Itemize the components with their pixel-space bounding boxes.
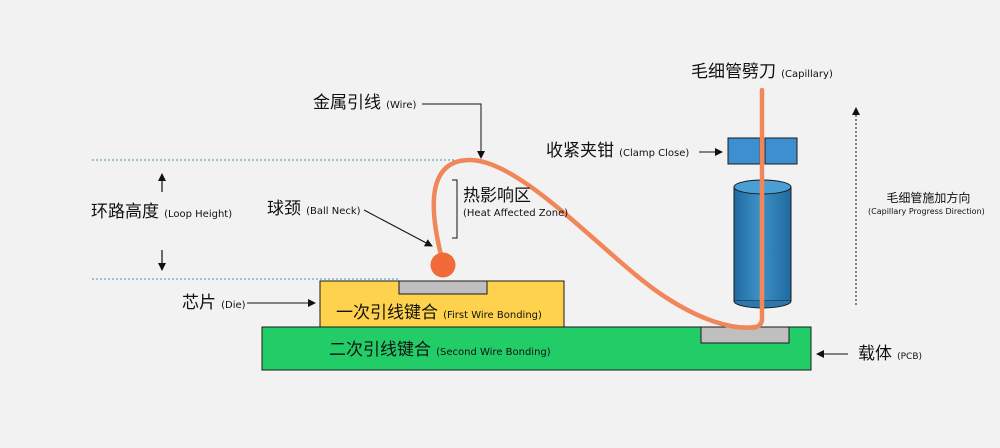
ball-neck-label: 球颈 (Ball Neck)	[267, 201, 361, 218]
haz-label-cn: 热影响区	[463, 186, 531, 206]
clamp-right-jaw	[764, 137, 798, 165]
bond-wire-loop	[431, 157, 758, 330]
haz-label-en: (Heat Affected Zone)	[463, 208, 569, 219]
wire-pointer-arrow	[422, 103, 485, 159]
pcb-label-en: (PCB)	[897, 352, 923, 362]
clamp-label-cn: 收紧夹钳	[546, 141, 614, 161]
first-bond-label-en: (First Wire Bonding)	[443, 310, 542, 321]
wire-label-cn: 金属引线	[313, 93, 381, 113]
die-label-cn: 芯片	[182, 293, 216, 313]
clamp-label: 收紧夹钳 (Clamp Close)	[546, 143, 689, 160]
loop-height-label-cn: 环路高度	[91, 202, 159, 222]
second-bond-label-en: (Second Wire Bonding)	[436, 347, 551, 358]
pcb-label-cn: 载体	[858, 344, 892, 364]
wire-label: 金属引线 (Wire)	[313, 95, 416, 112]
second-bond-label: 二次引线键合 (Second Wire Bonding)	[329, 342, 551, 359]
loop-height-label-en: (Loop Height)	[164, 209, 233, 220]
loop-height-label: 环路高度 (Loop Height)	[91, 204, 232, 221]
capillary-label-en: (Capillary)	[781, 69, 833, 80]
die-label-en: (Die)	[221, 300, 246, 311]
pcb-label: 载体 (PCB)	[858, 346, 922, 363]
clamp-left-jaw	[727, 137, 761, 165]
capillary-label-cn: 毛细管劈刀	[691, 62, 776, 82]
ball-neck-label-en: (Ball Neck)	[306, 206, 361, 217]
progress-direction-label: 毛细管施加方向 (Capillary Progress Direction)	[868, 191, 985, 216]
wire-label-en: (Wire)	[386, 100, 417, 111]
die-label: 芯片 (Die)	[182, 295, 246, 312]
wire-ball	[430, 252, 456, 278]
progress-direction-label-en: (Capillary Progress Direction)	[868, 207, 985, 216]
heat-affected-zone-bracket	[452, 179, 458, 239]
second-bond-label-cn: 二次引线键合	[329, 340, 431, 360]
first-bond-pad	[398, 280, 488, 295]
first-bond-label: 一次引线键合 (First Wire Bonding)	[336, 305, 542, 322]
progress-direction-label-cn: 毛细管施加方向	[886, 191, 971, 205]
haz-label: 热影响区 (Heat Affected Zone)	[463, 188, 568, 219]
first-bond-label-cn: 一次引线键合	[336, 303, 438, 323]
capillary-label: 毛细管劈刀 (Capillary)	[691, 64, 833, 81]
ball-neck-pointer-arrow	[363, 209, 433, 247]
clamp-label-en: (Clamp Close)	[619, 148, 690, 159]
ball-neck-label-cn: 球颈	[267, 199, 301, 219]
bond-wire-capillary	[749, 87, 765, 331]
